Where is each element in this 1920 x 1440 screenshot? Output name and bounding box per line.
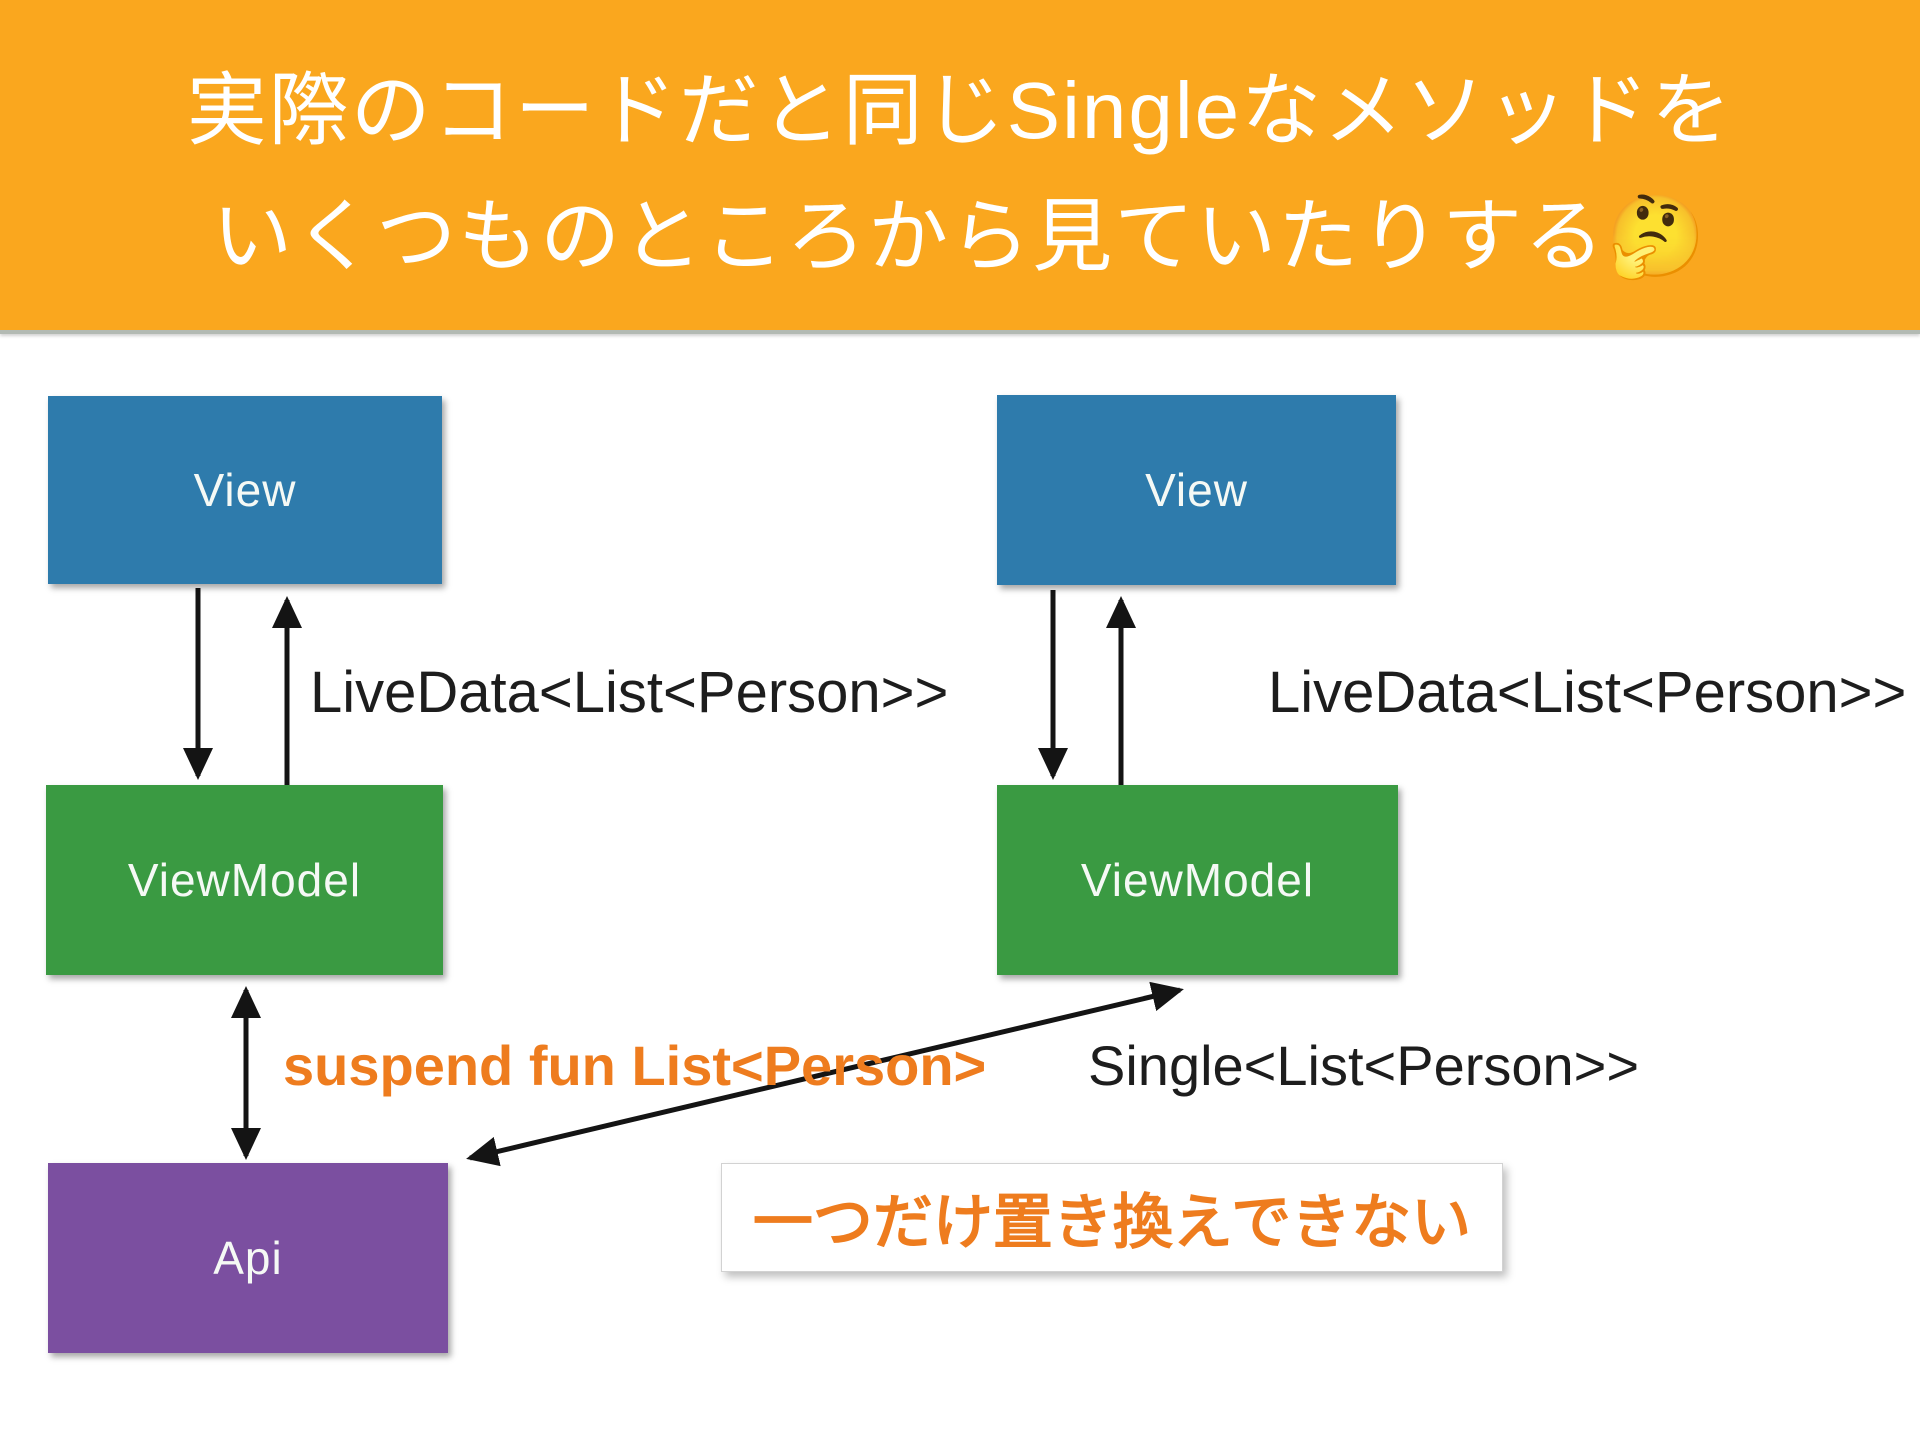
suspend-fun-edge-label: suspend fun List<Person> bbox=[283, 1034, 987, 1097]
single-edge-label: Single<List<Person>> bbox=[1088, 1034, 1640, 1097]
api-box: Api bbox=[48, 1163, 448, 1353]
slide-title-line2: いくつものところから見ていたりする🤔 bbox=[212, 192, 1708, 281]
viewmodel-box-right: ViewModel bbox=[997, 785, 1398, 975]
slide-title-line1: 実際のコードだと同じSingleなメソッドを bbox=[186, 66, 1734, 155]
view-box-right: View bbox=[997, 395, 1396, 585]
callout-text: 一つだけ置き換えできない bbox=[752, 1189, 1472, 1256]
header-banner: 実際のコードだと同じSingleなメソッドを いくつものところから見ていたりする… bbox=[0, 0, 1920, 334]
viewmodel-box-left-label: ViewModel bbox=[127, 854, 362, 906]
callout-box: 一つだけ置き換えできない bbox=[721, 1163, 1503, 1272]
viewmodel-box-right-label: ViewModel bbox=[1080, 854, 1315, 906]
view-box-left-label: View bbox=[193, 464, 297, 516]
livedata-edge-label-right: LiveData<List<Person>> bbox=[1268, 660, 1907, 725]
api-box-label: Api bbox=[213, 1232, 283, 1284]
view-box-left: View bbox=[48, 396, 442, 584]
viewmodel-box-left: ViewModel bbox=[46, 785, 443, 975]
livedata-edge-label-left: LiveData<List<Person>> bbox=[310, 660, 949, 725]
view-box-right-label: View bbox=[1145, 464, 1248, 516]
